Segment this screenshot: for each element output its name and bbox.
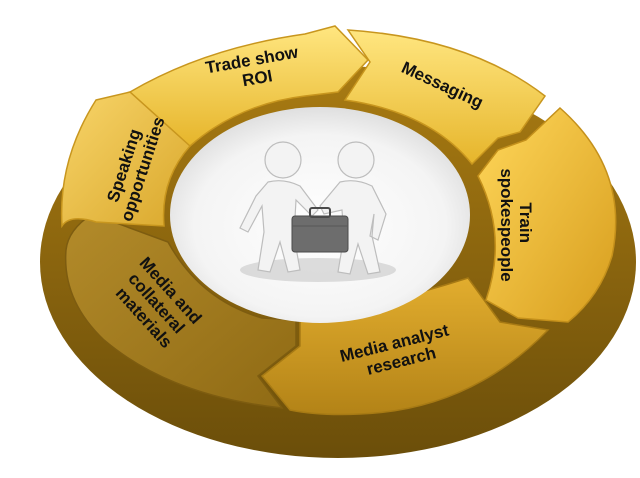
two-figures-handshake-icon	[239, 141, 387, 275]
segment-train-spokespeople	[477, 106, 617, 323]
segment-speaking-opportunities	[60, 91, 192, 229]
briefcase-icon	[291, 207, 349, 253]
center-floor-shadow	[240, 258, 396, 282]
segment-messaging	[343, 29, 547, 166]
label-train-spokespeople: Train spokespeople	[497, 168, 535, 281]
center-hole	[170, 107, 470, 323]
